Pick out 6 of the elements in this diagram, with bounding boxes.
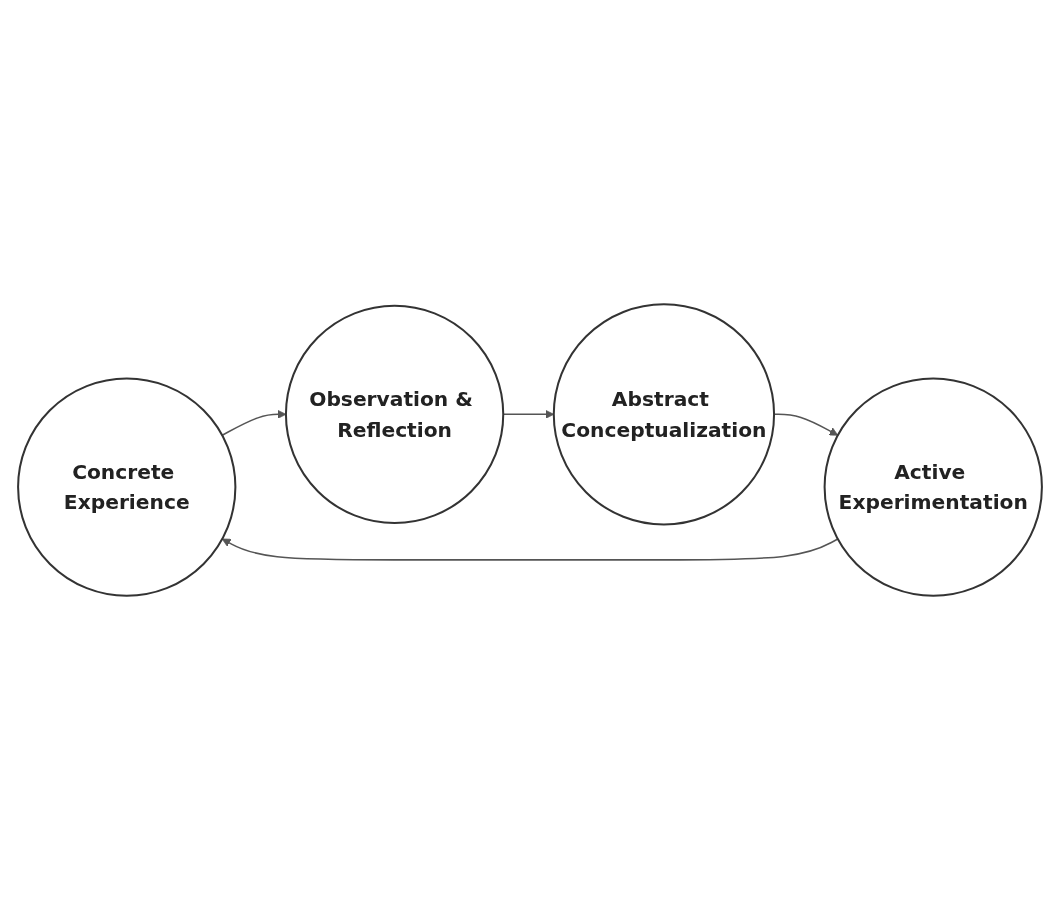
node-circle: Active Experimentation [823, 376, 1043, 597]
arrow [221, 409, 287, 436]
arrow [221, 537, 839, 561]
node-circle: Abstract Conceptualization [552, 302, 776, 525]
node-circle: Observation & Reflection [284, 304, 505, 524]
node-circle: Concrete Experience [17, 376, 237, 597]
